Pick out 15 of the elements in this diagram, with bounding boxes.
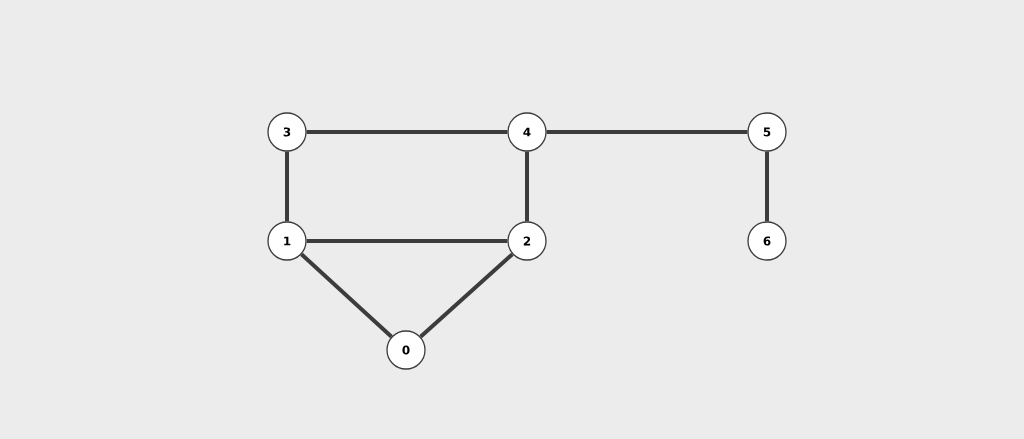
edge-line (300, 252, 393, 339)
edge-line (525, 151, 529, 222)
graph-node: 5 (747, 112, 787, 152)
graph-node: 3 (267, 112, 307, 152)
edge-line (765, 151, 769, 222)
graph-node: 0 (386, 330, 426, 370)
graph-node: 1 (267, 221, 307, 261)
edge-line (285, 151, 289, 222)
graph-node: 2 (507, 221, 547, 261)
graph-node: 4 (507, 112, 547, 152)
edge-line (419, 252, 514, 339)
edge-line (306, 239, 508, 243)
graph-node: 6 (747, 221, 787, 261)
edge-line (306, 130, 508, 134)
edge-line (546, 130, 748, 134)
